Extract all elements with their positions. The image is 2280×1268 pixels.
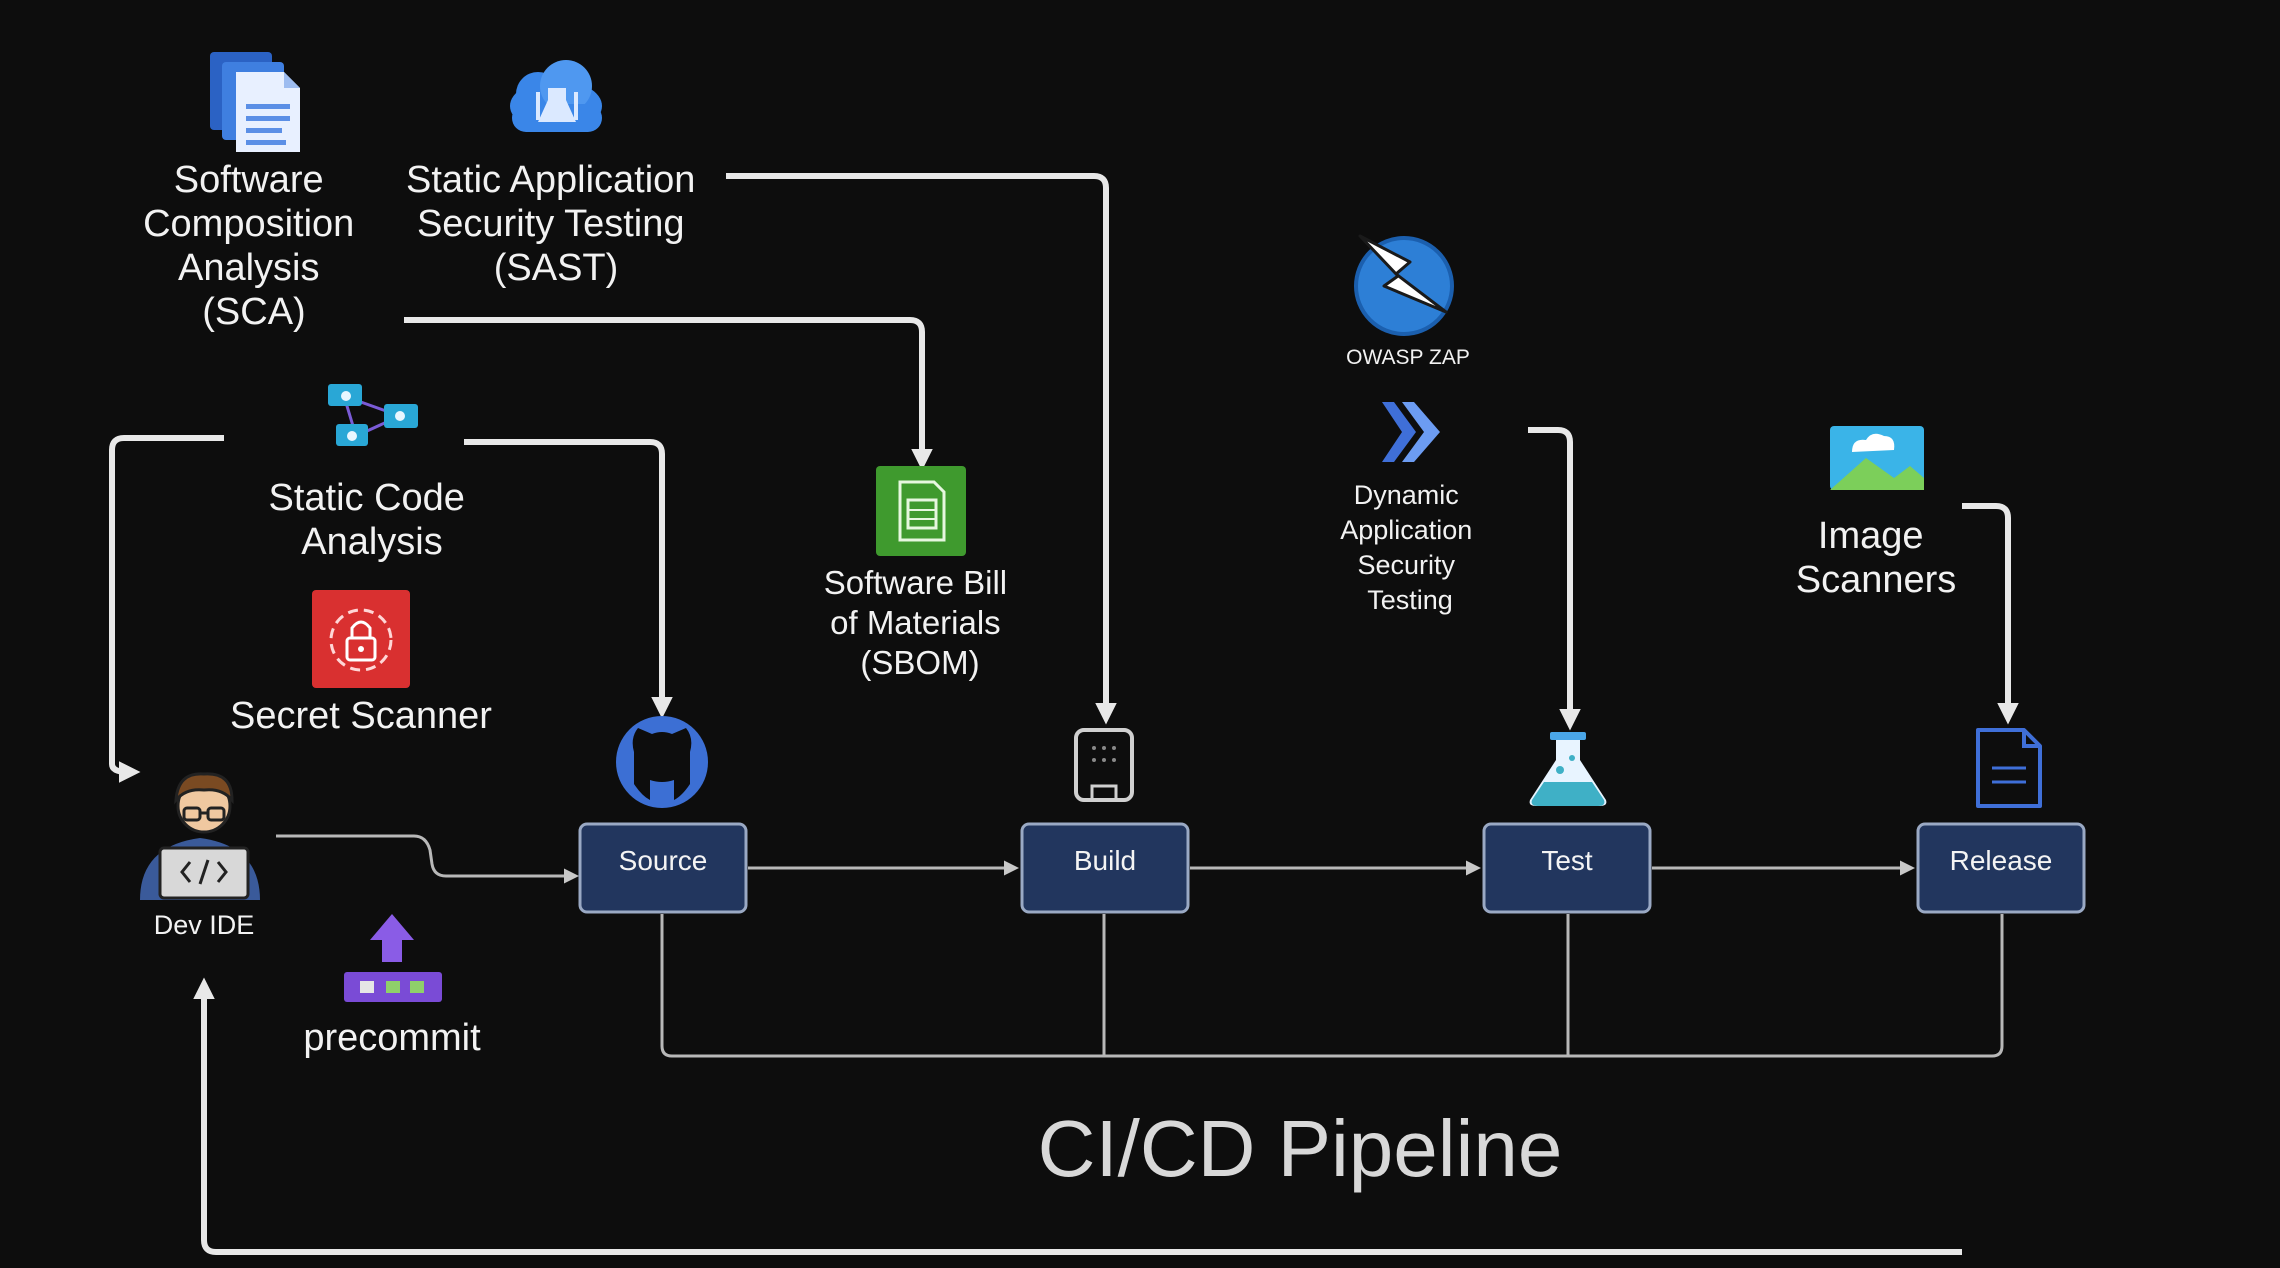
- developer-avatar-icon: [140, 772, 260, 900]
- github-icon: [616, 716, 708, 808]
- pipeline-title: CI/CD Pipeline: [1038, 1104, 1563, 1193]
- release-stage-box[interactable]: [1916, 822, 2086, 914]
- sbom-label: Software Bill of Materials (SBOM): [824, 564, 1017, 681]
- connector-feedback-to-dev: [193, 977, 1962, 1255]
- sast-label: Static Application Security Testing (SAS…: [406, 159, 706, 289]
- connectors: [109, 173, 2019, 1255]
- owasp-zap-tool: OWASP ZAP: [1346, 234, 1470, 369]
- document-green-icon: [876, 466, 966, 556]
- sca-tool: Software Composition Analysis (SCA): [143, 52, 365, 333]
- connector-dast-to-test: [1528, 427, 1581, 731]
- lock-shield-icon: [312, 590, 410, 688]
- precommit-label: precommit: [303, 1017, 481, 1059]
- sast-tool: Static Application Security Testing (SAS…: [406, 60, 706, 289]
- stage-build: Build: [1020, 728, 1190, 914]
- cloud-flask-icon: [510, 60, 602, 132]
- precommit-tool: precommit: [303, 914, 481, 1059]
- pipeline-bracket: [660, 914, 2004, 1058]
- dast-label: Dynamic Application Security Testing: [1340, 480, 1480, 615]
- connector-sast-to-build: [726, 173, 1117, 725]
- connector-static-code-to-source: [464, 439, 673, 719]
- release-stage-label: Release: [1950, 845, 2053, 876]
- dev-ide: Dev IDE: [140, 772, 260, 940]
- network-nodes-icon: [328, 384, 418, 446]
- build-stage-box[interactable]: [1020, 822, 1190, 914]
- documents-icon: [210, 52, 300, 152]
- sca-label: Software Composition Analysis (SCA): [143, 159, 365, 333]
- source-stage-label: Source: [619, 845, 708, 876]
- connector-sca-to-sbom: [404, 317, 933, 471]
- stage-test: Test: [1482, 732, 1652, 914]
- build-stage-label: Build: [1074, 845, 1136, 876]
- flask-icon: [1529, 732, 1607, 806]
- secret-scanner-tool: Secret Scanner: [230, 590, 492, 737]
- dast-tool: Dynamic Application Security Testing: [1340, 402, 1480, 615]
- file-icon: [1976, 728, 2042, 808]
- stage-source: Source: [578, 716, 748, 914]
- device-icon: [1074, 728, 1134, 802]
- connector-static-code-to-dev: [109, 435, 224, 783]
- owasp-zap-label: OWASP ZAP: [1346, 346, 1470, 369]
- dev-ide-label: Dev IDE: [154, 910, 255, 940]
- pipeline-flow: [276, 834, 2004, 1058]
- test-stage-label: Test: [1541, 845, 1593, 876]
- static-code-analysis-label: Static Code Analysis: [268, 477, 475, 563]
- landscape-image-icon: [1830, 426, 1924, 490]
- secret-scanner-label: Secret Scanner: [230, 695, 492, 737]
- source-stage-box[interactable]: [578, 822, 748, 914]
- flow-dev-to-source: [276, 834, 579, 884]
- static-code-analysis-tool: Static Code Analysis: [268, 384, 475, 563]
- image-scanners-label: Image Scanners: [1796, 515, 1957, 601]
- upload-arrow-icon: [344, 914, 442, 1002]
- image-scanners-tool: Image Scanners: [1796, 426, 1957, 601]
- connector-image-scanners-to-release: [1962, 503, 2019, 725]
- double-chevron-icon: [1382, 402, 1440, 462]
- stage-release: Release: [1916, 728, 2086, 914]
- sbom-tool: Software Bill of Materials (SBOM): [824, 466, 1017, 681]
- lightning-globe-icon: [1354, 234, 1454, 336]
- test-stage-box[interactable]: [1482, 822, 1652, 914]
